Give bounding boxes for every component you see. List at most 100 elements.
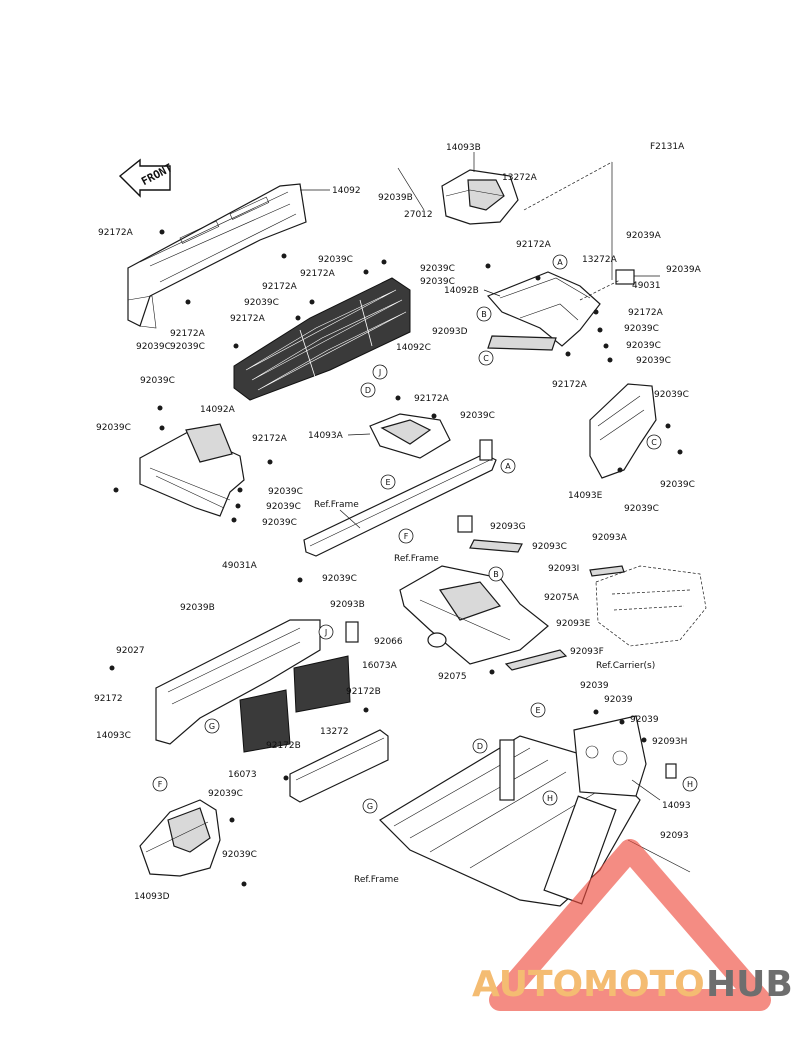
callout-C1: C (478, 350, 494, 366)
label-92172A-6: 92172A (516, 240, 552, 250)
label-ref-frame-1: Ref.Frame (314, 500, 359, 510)
figure-code: F2131A (650, 142, 685, 152)
crossbar-13272 (289, 729, 389, 803)
label-16073: 16073 (228, 770, 257, 780)
label-92172A-1: 92172A (98, 228, 134, 238)
label-92039A-right: 92039A (666, 265, 702, 275)
label-92039-1: 92039 (580, 681, 609, 691)
label-14093E: 14093E (568, 491, 603, 501)
callout-J2: J (318, 624, 334, 640)
svg-text:C: C (651, 438, 657, 447)
watermark-brand-suffix: HUB (706, 964, 793, 1005)
label-92172B-1: 92172B (346, 687, 381, 697)
label-14092A: 14092A (200, 405, 236, 415)
callout-C2: C (646, 434, 662, 450)
label-13272: 13272 (320, 727, 349, 737)
label-ref-frame-2: Ref.Frame (394, 554, 439, 564)
callout-G2: G (362, 798, 378, 814)
label-92172: 92172 (94, 694, 123, 704)
svg-text:F: F (404, 532, 409, 541)
label-92093D: 92093D (432, 327, 468, 337)
callout-E2: E (530, 702, 546, 718)
label-92075: 92075 (438, 672, 467, 682)
label-92039C-11: 92039C (268, 487, 303, 497)
label-92039C-17: 92039C (322, 574, 357, 584)
label-92039C-10: 92039C (460, 411, 495, 421)
clip-49031 (615, 269, 660, 285)
label-92039C-16: 92039C (624, 504, 659, 514)
label-92093B: 92093B (330, 600, 365, 610)
callout-B1: B (476, 306, 492, 322)
svg-text:G: G (367, 802, 373, 811)
label-92093: 92093 (660, 831, 689, 841)
watermark-triangle-icon (489, 839, 771, 1011)
strip-92093D (487, 335, 557, 351)
label-92039C-12: 92039C (266, 502, 301, 512)
label-92039-3: 92039 (630, 715, 659, 725)
label-92093C: 92093C (532, 542, 567, 552)
watermark-logo: AUTOMOTO HUB (472, 839, 793, 1011)
panel-14093 (573, 715, 647, 797)
callout-J1: J (372, 364, 388, 380)
label-92075A: 92075A (544, 593, 580, 603)
floor-grating (233, 277, 411, 401)
svg-text:H: H (687, 780, 693, 789)
bracket-14093A (369, 413, 451, 459)
clip-92093G (457, 515, 473, 533)
label-92039B-top: 92039B (378, 193, 413, 203)
grommet-92066 (427, 632, 447, 648)
fender-14093E (589, 383, 657, 479)
label-49031A: 49031A (222, 561, 258, 571)
strip-92093A (589, 565, 625, 577)
callout-F1: F (398, 528, 414, 544)
svg-text:E: E (385, 478, 390, 487)
label-92093A: 92093A (592, 533, 628, 543)
label-92093H: 92093H (652, 737, 687, 747)
bracket-14092B (486, 271, 601, 347)
label-ref-frame-3: Ref.Frame (354, 875, 399, 885)
svg-text:F: F (158, 780, 163, 789)
label-27012: 27012 (404, 210, 433, 220)
label-92039C-8: 92039C (140, 376, 175, 386)
svg-text:B: B (481, 310, 487, 319)
watermark-brand: AUTOMOTO (472, 964, 705, 1005)
callout-G1: G (204, 718, 220, 734)
label-92039C-15: 92039C (660, 480, 695, 490)
label-92172A-4: 92172A (230, 314, 266, 324)
label-92039C-3: 92039C (170, 342, 205, 352)
carrier-reference (589, 565, 707, 647)
label-92039C-14: 92039C (654, 390, 689, 400)
front-arrow-icon: FRONT (118, 158, 175, 198)
frame-rail-upper (303, 439, 497, 557)
label-92039C-9: 92039C (96, 423, 131, 433)
callout-D1: D (360, 382, 376, 398)
callout-D2: D (472, 738, 488, 754)
svg-text:G: G (209, 722, 215, 731)
strip-92093C (469, 539, 523, 553)
panel-14092A (139, 423, 245, 517)
label-14092B: 14092B (444, 286, 479, 296)
label-92172A-9: 92172A (414, 394, 450, 404)
bracket-92093B (345, 621, 359, 643)
label-92172A-10: 92172A (252, 434, 288, 444)
fender-14093D (139, 799, 221, 877)
label-92039C-6: 92039C (626, 341, 661, 351)
label-13272A-right: 13272A (582, 255, 618, 265)
svg-text:D: D (477, 742, 483, 751)
callout-B2: B (488, 566, 504, 582)
label-13272A-top: 13272A (502, 173, 538, 183)
label-49031: 49031 (632, 281, 661, 291)
label-14092: 14092 (332, 186, 361, 196)
callout-A2: A (500, 458, 516, 474)
callout-H2: H (542, 790, 558, 806)
label-92039C-20: 92039C (136, 342, 171, 352)
label-14093B: 14093B (446, 143, 481, 153)
label-92093F: 92093F (570, 647, 604, 657)
label-92172A-5: 92172A (170, 329, 206, 339)
label-14093: 14093 (662, 801, 691, 811)
label-14092C: 14092C (396, 343, 431, 353)
label-14093A: 14093A (308, 431, 344, 441)
label-ref-carrier: Ref.Carrier(s) (596, 661, 655, 671)
label-92039C-13: 92039C (262, 518, 297, 528)
label-92027: 92027 (116, 646, 145, 656)
